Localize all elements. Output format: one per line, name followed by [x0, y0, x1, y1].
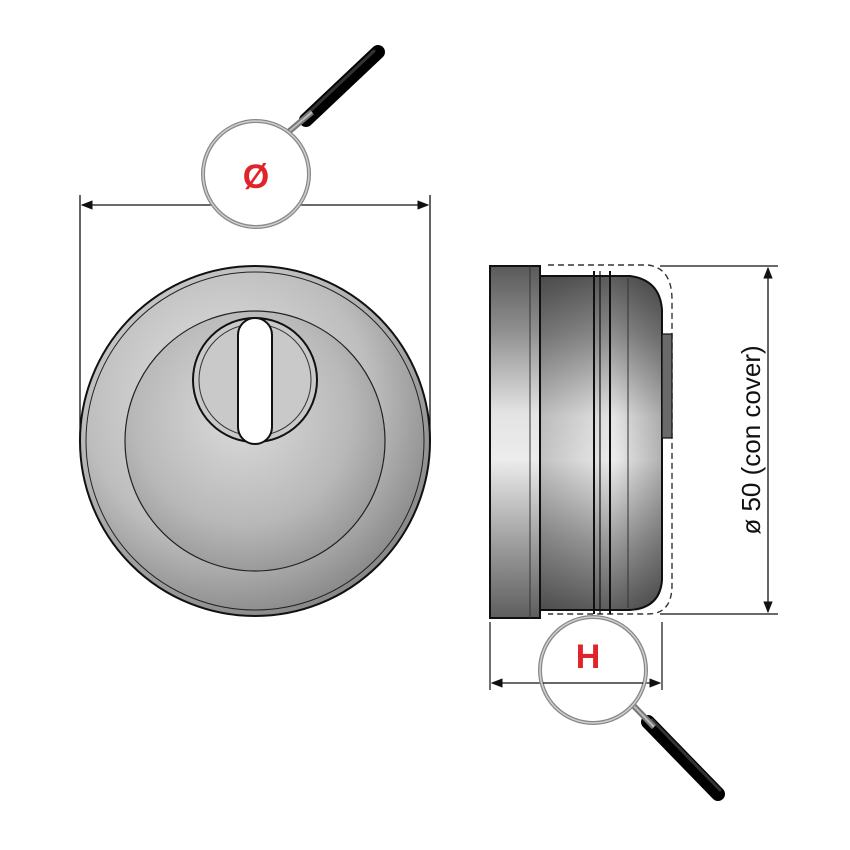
front-view: [79, 195, 431, 617]
front-nub: [661, 333, 673, 439]
bottom-magnifier-handle: [627, 699, 725, 801]
diameter-symbol: Ø: [243, 158, 269, 196]
top-magnifier-handle: [284, 45, 385, 137]
base-flange: [489, 265, 541, 619]
magnifying-glass-icon: Ø: [201, 45, 385, 229]
outer-rim: [85, 271, 425, 611]
body-shading: [540, 276, 662, 610]
key-slot: [237, 317, 273, 445]
height-symbol: H: [576, 638, 601, 676]
side-view: ø 50 (con cover): [489, 264, 778, 690]
cover-outline-dashed: [548, 264, 673, 615]
magnifying-glass-icon: H: [538, 615, 725, 801]
diameter-dimension-text: ø 50 (con cover): [736, 345, 766, 534]
